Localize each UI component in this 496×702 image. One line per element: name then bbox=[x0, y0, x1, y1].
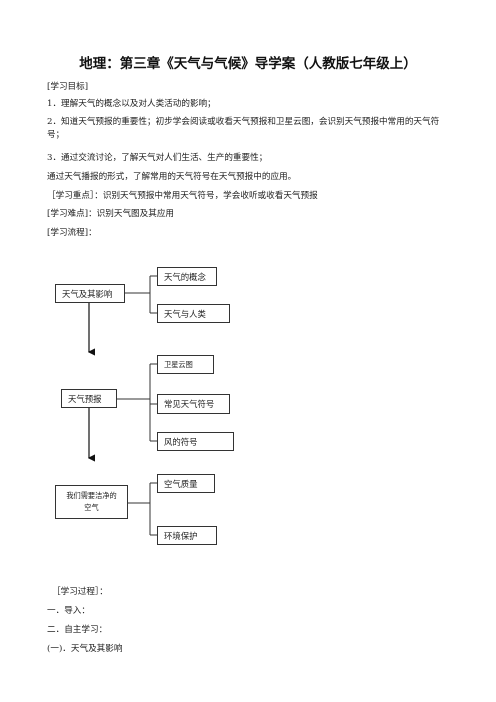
node-air-quality: 空气质量 bbox=[157, 474, 215, 493]
document-title: 地理：第三章《天气与气候》导学案（人教版七年级上） bbox=[79, 56, 417, 72]
node-wind: 风的符号 bbox=[157, 432, 234, 451]
objective-4: 通过天气播报的形式，了解常用的天气符号在天气预报中的应用。 bbox=[47, 172, 297, 182]
difficulty: [学习难点]：识别天气图及其应用 bbox=[47, 209, 175, 219]
node-weather-impact: 天气及其影响 bbox=[55, 284, 125, 303]
node-weather-concept: 天气的概念 bbox=[157, 267, 217, 286]
objective-1: 1．理解天气的概念以及对人类活动的影响； bbox=[47, 99, 216, 109]
key-point: ［学习重点］：识别天气预报中常用天气符号，学会收听或收看天气预报 bbox=[47, 191, 318, 201]
node-weather-human: 天气与人类 bbox=[157, 304, 230, 323]
node-clean-air: 我们需要洁净的空气 bbox=[55, 485, 128, 519]
section-intro: 一．导入： bbox=[47, 606, 90, 616]
objectives-header: [学习目标] bbox=[47, 82, 89, 92]
objective-3: 3．通过交流讨论，了解天气对人们生活、生产的重要性； bbox=[47, 153, 268, 163]
node-symbols: 常见天气符号 bbox=[157, 394, 230, 414]
process-header: ［学习过程］： bbox=[52, 587, 108, 597]
subsection-weather-impact: (一)．天气及其影响 bbox=[47, 644, 123, 654]
objective-2: 2．知道天气预报的重要性；初步学会阅读或收看天气预报和卫星云图，会识别天气预报中… bbox=[47, 117, 440, 140]
node-env: 环境保护 bbox=[157, 526, 217, 545]
flow-header: [学习流程]： bbox=[47, 228, 97, 238]
node-forecast: 天气预报 bbox=[61, 389, 117, 408]
section-self-study: 二．自主学习： bbox=[47, 625, 108, 635]
node-satellite: 卫星云图 bbox=[157, 355, 214, 374]
